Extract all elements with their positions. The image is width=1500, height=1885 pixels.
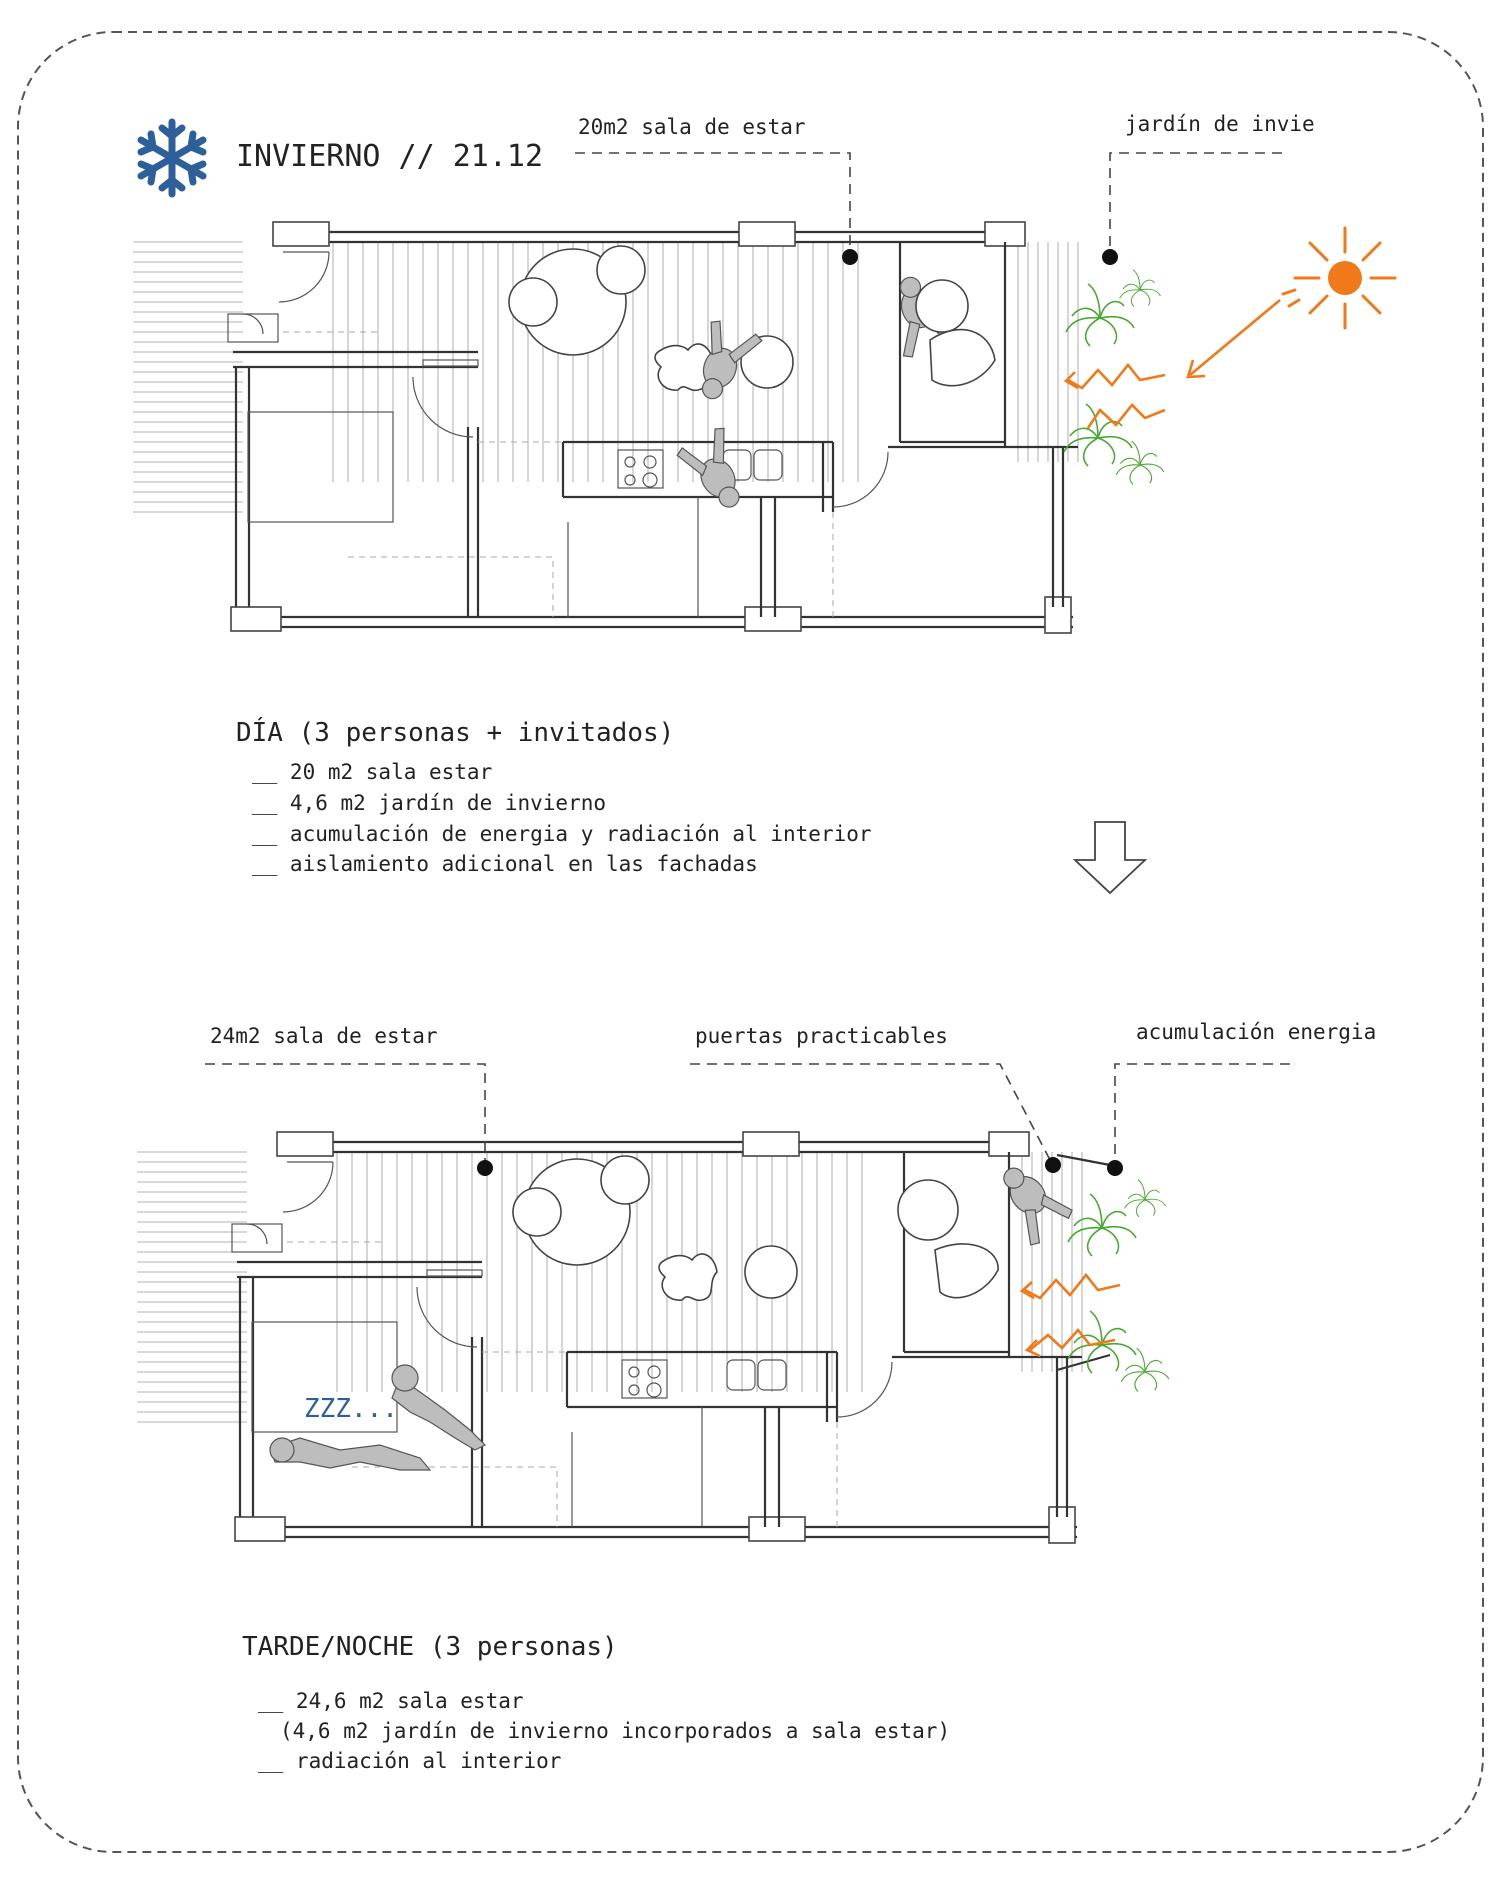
page-title: INVIERNO // 21.12	[236, 139, 543, 174]
day-note: __ 4,6 m2 jardín de invierno	[252, 791, 606, 815]
day-note: __ acumulación de energia y radiación al…	[252, 822, 872, 846]
label-winter-garden: jardín de invie	[1125, 112, 1315, 136]
sleep-indicator: ZZZ...	[304, 1394, 398, 1424]
night-note: (4,6 m2 jardín de invierno incorporados …	[280, 1719, 950, 1743]
night-notes-list: __ 24,6 m2 sala estar (4,6 m2 jardín de …	[258, 1689, 950, 1773]
night-note: __ radiación al interior	[258, 1749, 561, 1773]
sleeping-people	[269, 1364, 487, 1471]
plan-day: 20m2 sala de estar jardín de invie	[131, 112, 1397, 635]
night-note: __ 24,6 m2 sala estar	[258, 1689, 524, 1713]
sun-icon	[1281, 226, 1397, 330]
page-border	[17, 31, 1484, 1853]
day-heading: DÍA (3 personas + invitados)	[236, 716, 674, 748]
day-note: __ 20 m2 sala estar	[252, 760, 492, 784]
label-living-area: 20m2 sala de estar	[578, 115, 806, 139]
label-energy-accumulation: acumulación energia	[1136, 1020, 1376, 1044]
heat-radiation-arrows	[1019, 1272, 1121, 1358]
down-arrow-icon	[1072, 821, 1148, 895]
label-living-area: 24m2 sala de estar	[210, 1024, 438, 1048]
heat-radiation-arrows	[1063, 299, 1281, 429]
night-heading: TARDE/NOCHE (3 personas)	[242, 1632, 618, 1662]
snowflake-icon	[137, 118, 207, 198]
label-operable-doors: puertas practicables	[695, 1024, 948, 1048]
plan-night: ZZZ... 24m2 sala de estar puertas pr	[135, 1020, 1376, 1545]
day-note: __ aislamiento adicional en las fachadas	[252, 852, 758, 876]
day-notes-list: __ 20 m2 sala estar __ 4,6 m2 jardín de …	[252, 760, 872, 876]
